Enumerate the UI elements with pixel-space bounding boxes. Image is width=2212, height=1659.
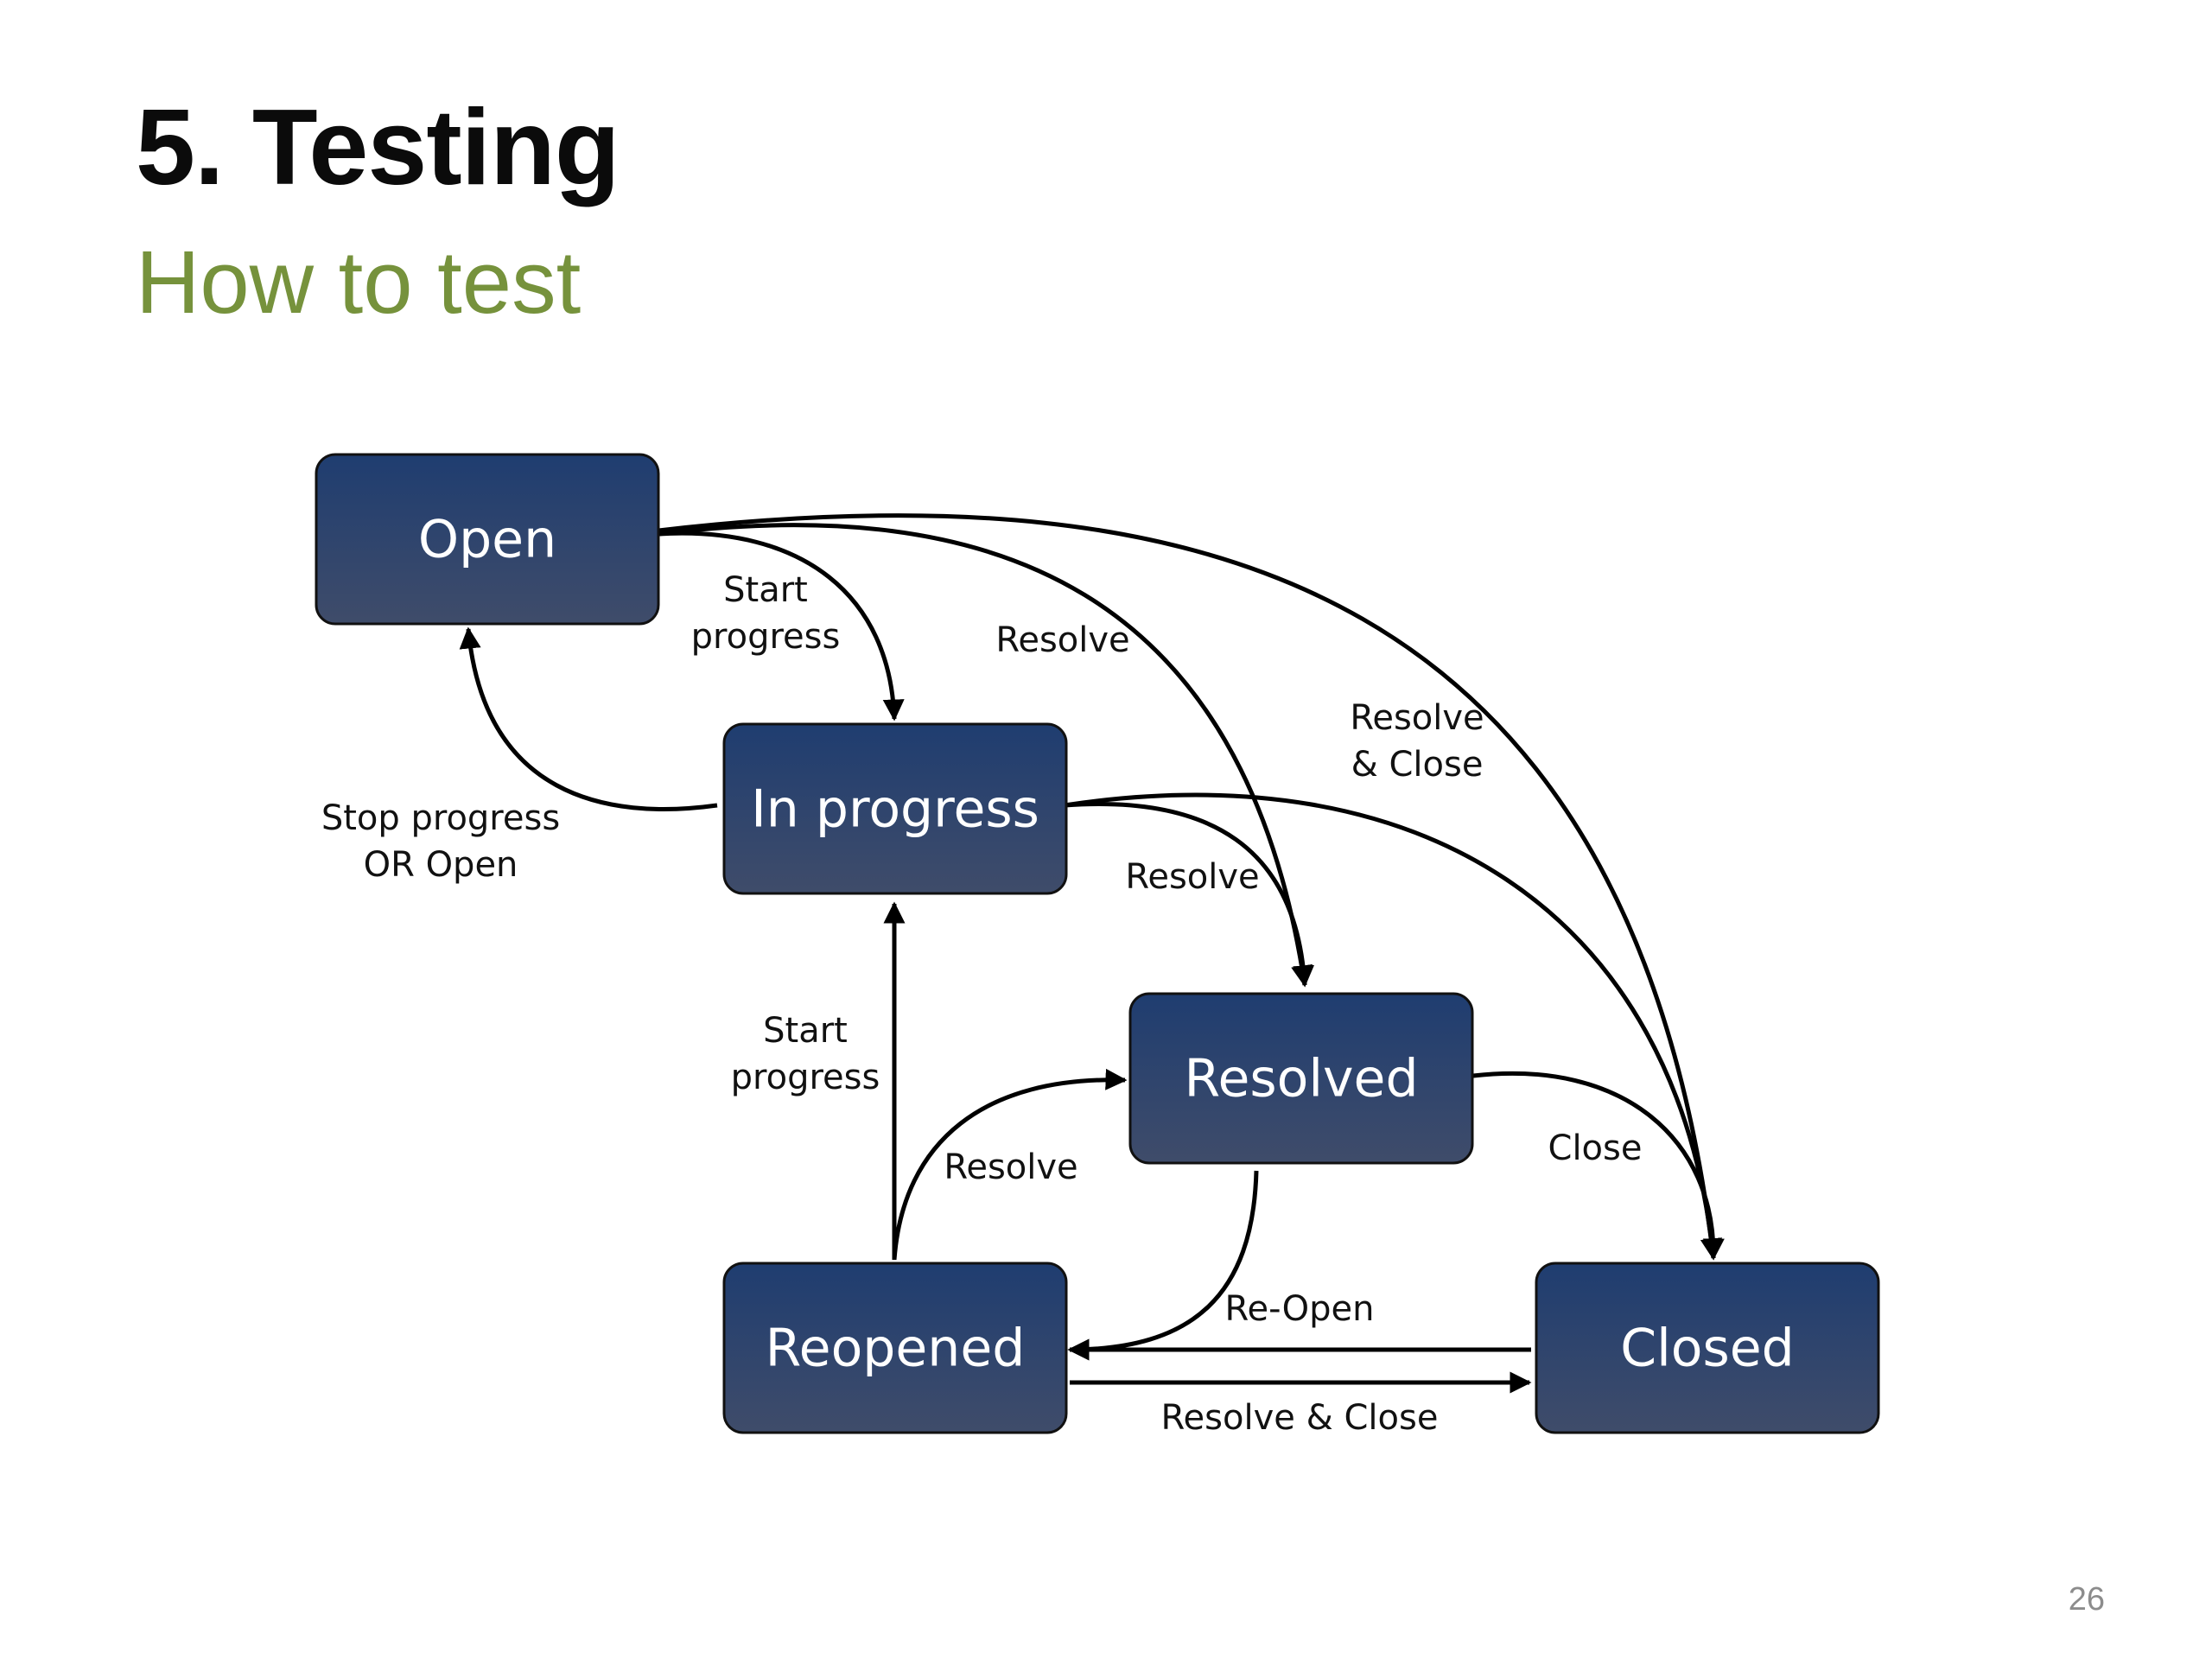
state-reopened-label: Reopened — [766, 1319, 1026, 1379]
state-closed-label: Closed — [1620, 1319, 1795, 1379]
label-open-start-progress-2: progress — [691, 617, 841, 657]
state-closed: Closed — [1535, 1262, 1880, 1434]
slide-subtitle: How to test — [136, 232, 582, 332]
edge-inprogress-resolve — [1064, 802, 1315, 988]
slide-title: 5. Testing — [136, 88, 620, 207]
label-open-resolve-close-2: & Close — [1351, 745, 1484, 785]
label-inprogress-resolve: Resolve — [1125, 857, 1259, 897]
label-reopened-start-progress-2: progress — [731, 1058, 880, 1097]
edge-inprogress-resolve-close — [1064, 792, 1723, 1261]
state-reopened: Reopened — [722, 1262, 1068, 1434]
edge-open-resolve-close — [658, 513, 1722, 1261]
state-open-label: Open — [418, 510, 556, 570]
label-open-resolve-close-1: Resolve — [1350, 698, 1484, 738]
label-reopened-resolve: Resolve — [944, 1147, 1077, 1187]
state-in-progress: In progress — [722, 722, 1068, 895]
edge-open-resolve — [658, 523, 1313, 988]
edge-open-start-progress — [658, 531, 905, 721]
label-resolved-reopen: Re-Open — [1225, 1289, 1375, 1329]
page-number: 26 — [2068, 1581, 2105, 1618]
label-reopened-start-progress-1: Start — [763, 1011, 848, 1051]
state-resolved-label: Resolved — [1184, 1049, 1418, 1109]
label-stop-progress-2: OR Open — [364, 845, 518, 885]
label-open-resolve: Resolve — [995, 620, 1129, 660]
label-resolved-close: Close — [1548, 1128, 1643, 1168]
edge-stop-progress — [459, 626, 718, 811]
state-in-progress-label: In progress — [751, 779, 1039, 840]
edge-resolved-close — [1472, 1071, 1725, 1261]
state-open: Open — [315, 453, 660, 626]
state-resolved: Resolved — [1128, 992, 1474, 1165]
label-open-start-progress-1: Start — [723, 570, 808, 610]
label-stop-progress-1: Stop progress — [321, 798, 560, 838]
label-reopened-resolve-close: Resolve & Close — [1161, 1398, 1439, 1438]
edge-resolved-reopen — [1067, 1170, 1259, 1361]
edge-reopened-resolve — [892, 1068, 1128, 1261]
